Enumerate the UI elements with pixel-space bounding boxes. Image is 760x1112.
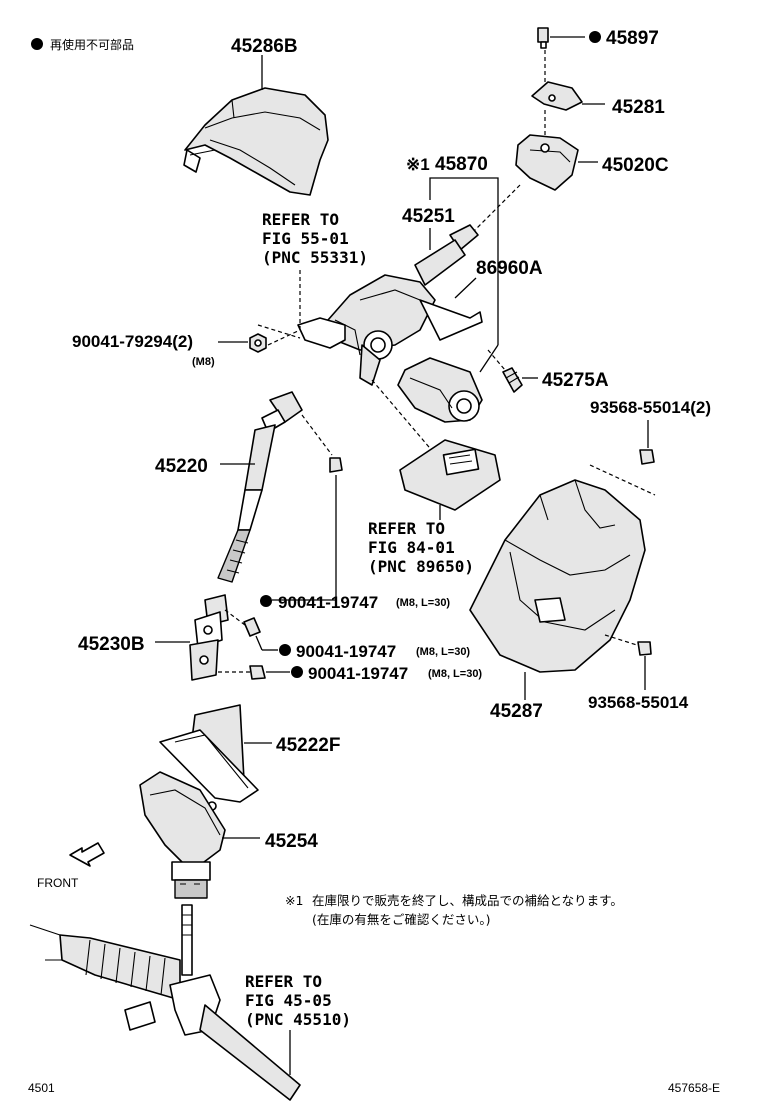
ref-fig55-line3: (PNC 55331): [262, 248, 368, 267]
intermediate-shaft-drawing: [217, 391, 303, 583]
part-90041-79294-sub: (M8): [192, 356, 215, 368]
part-45287-label: 45287: [490, 701, 543, 722]
universal-joint-45230B-drawing: [189, 594, 229, 681]
ref-fig45-line2: FIG 45-05: [245, 991, 332, 1010]
non-reusable-mark-90041-19747-b: [279, 644, 291, 656]
part-45230B-label: 45230B: [78, 634, 145, 655]
eps-motor-drawing: [397, 357, 483, 423]
part-45251-label: 45251: [402, 206, 455, 227]
screw-93568-55014-drawing: [637, 641, 652, 656]
non-reusable-mark-45897: [589, 31, 601, 43]
legend-text: 再使用不可部品: [50, 37, 134, 52]
part-45275A-label: 45275A: [542, 370, 609, 391]
part-90041-19747-b-label: 90041-19747: [296, 642, 396, 661]
part-90041-19747-a-sub: (M8, L=30): [396, 597, 450, 609]
part-45870-mark: ※1: [406, 155, 430, 174]
part-45281-label: 45281: [612, 97, 665, 118]
note-line2: (在庫の有無をご確認ください。): [312, 912, 491, 927]
lower-column-cover-drawing: [469, 479, 646, 673]
part-45222F-label: 45222F: [276, 735, 340, 756]
non-reusable-bullet-icon: [31, 38, 43, 50]
part-90041-79294-label: 90041-79294(2): [72, 332, 193, 351]
steering-gear-drawing: [29, 904, 301, 1101]
part-45020C-label: 45020C: [602, 155, 669, 176]
bolt-90041-19747-a-drawing: [329, 457, 343, 473]
note-mark: ※1: [285, 893, 303, 908]
part-45220-label: 45220: [155, 456, 208, 477]
bolt-90041-19747-b-drawing: [243, 617, 261, 637]
steering-column-assembly-drawing: [297, 224, 483, 386]
bolt-90041-19747-c-drawing: [249, 665, 266, 680]
non-reusable-mark-90041-19747-a: [260, 595, 272, 607]
part-93568-55014-2-label: 93568-55014(2): [590, 398, 711, 417]
bracket-45281-drawing: [531, 81, 583, 111]
note-line1: 在庫限りで販売を終了し、構成品での補給となります。: [312, 893, 623, 908]
part-90041-19747-a-label: 90041-19747: [278, 593, 378, 612]
part-90041-19747-c-sub: (M8, L=30): [428, 668, 482, 680]
nut-90041-79294-drawing: [249, 333, 267, 353]
figure-code: 457658-E: [668, 1081, 720, 1095]
part-90041-19747-b-sub: (M8, L=30): [416, 646, 470, 658]
ref-fig84-line1: REFER TO: [368, 519, 445, 538]
part-45254-label: 45254: [265, 831, 318, 852]
ecu-module-drawing: [399, 439, 501, 511]
bolt-45275A-drawing: [502, 367, 523, 393]
boot-45254-drawing: [139, 771, 226, 899]
part-86960A-label: 86960A: [476, 258, 543, 279]
ref-fig55-line1: REFER TO: [262, 210, 339, 229]
hole-cover-45222F-drawing: [159, 704, 259, 811]
front-label: FRONT: [37, 876, 79, 890]
ref-fig84-line3: (PNC 89650): [368, 557, 474, 576]
part-45897-label: 45897: [606, 28, 659, 49]
ref-fig84-line2: FIG 84-01: [368, 538, 455, 557]
clip-45897-drawing: [537, 27, 549, 49]
non-reusable-mark-90041-19747-c: [291, 666, 303, 678]
screw-93568-55014-2-drawing: [639, 449, 655, 465]
front-arrow-icon: [69, 842, 105, 867]
upper-column-cover-drawing: [183, 87, 329, 196]
ref-fig45-line1: REFER TO: [245, 972, 322, 991]
ref-fig45-line3: (PNC 45510): [245, 1010, 351, 1029]
part-93568-55014-label: 93568-55014: [588, 693, 689, 712]
part-45870-label: 45870: [435, 154, 488, 175]
bracket-45020C-drawing: [515, 134, 579, 191]
ref-fig55-line2: FIG 55-01: [262, 229, 349, 248]
page-code: 4501: [28, 1081, 55, 1095]
part-45286B-label: 45286B: [231, 36, 298, 57]
part-90041-19747-c-label: 90041-19747: [308, 664, 408, 683]
